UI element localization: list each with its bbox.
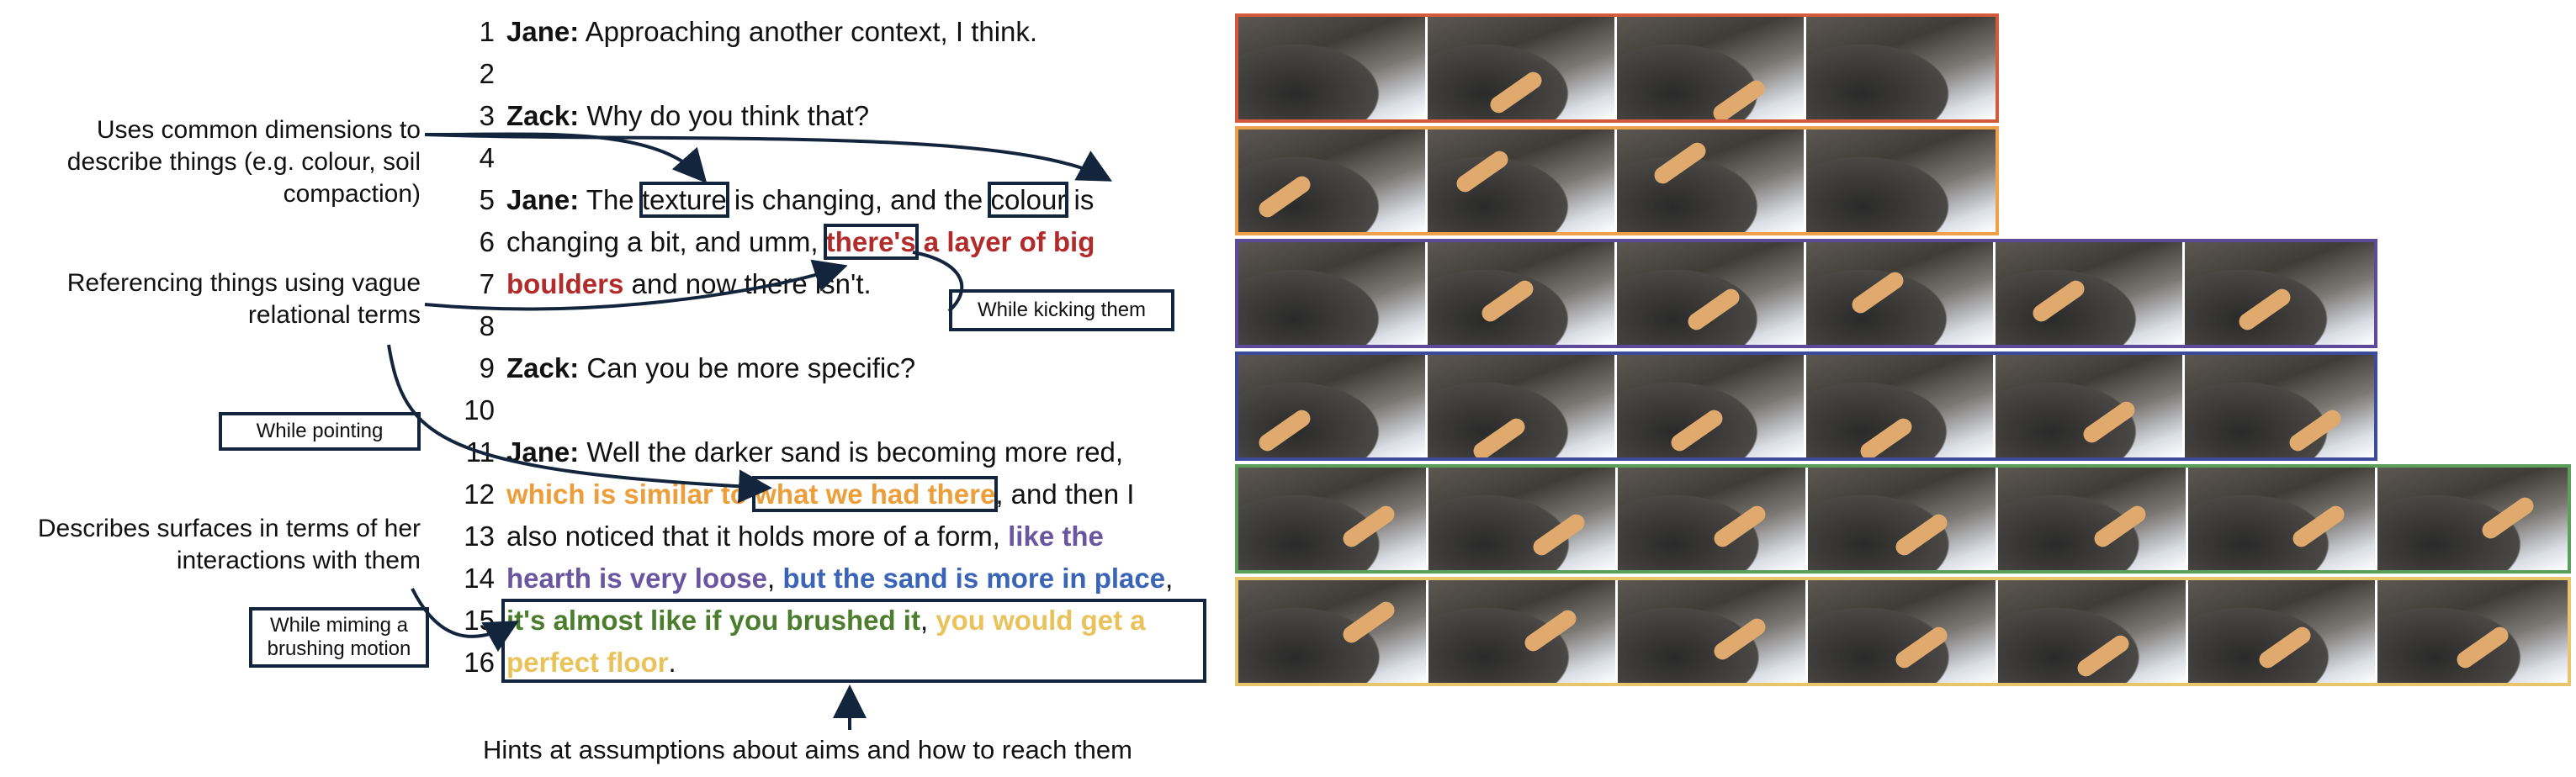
video-frame: [2377, 468, 2568, 570]
video-frame: [2187, 580, 2378, 683]
video-frame: [1428, 468, 1619, 570]
caption-kicking: While kicking them: [949, 289, 1174, 331]
frame-row-2: [1235, 126, 1999, 235]
transcript-line-4: 4: [479, 142, 495, 173]
video-frame: [1238, 355, 1428, 457]
boxed-colour: colour: [988, 182, 1069, 218]
video-frame: [1238, 580, 1428, 683]
video-frame: [1617, 355, 1806, 457]
video-frame: [1806, 355, 1996, 457]
video-frame: [1617, 17, 1806, 119]
frame-row-6: [1235, 577, 2571, 686]
video-frame: [1808, 468, 1998, 570]
video-frame: [1997, 468, 2188, 570]
video-frame: [2185, 355, 2374, 457]
annotation-common-dimensions: Uses common dimensions to describe thing…: [66, 116, 421, 208]
video-frame: [1428, 242, 1617, 345]
caption-pointing: While pointing: [219, 412, 421, 451]
annotation-vague-relational: Referencing things using vague relationa…: [66, 269, 421, 329]
transcript-line-8: 8: [479, 310, 495, 341]
footer-caption: Hints at assumptions about aims and how …: [483, 735, 1132, 764]
arrow-to-texture: [424, 132, 708, 183]
boxed-theres: there's: [823, 224, 919, 260]
video-frame: [1806, 17, 1996, 119]
frame-row-5: [1235, 464, 2571, 574]
arrow-vague-to-theres: [424, 259, 848, 311]
video-frame: [1238, 468, 1428, 570]
transcript-line-10: 10: [464, 394, 495, 426]
video-frame: [1428, 355, 1617, 457]
arrow-vague-to-what-we-had: [387, 344, 772, 504]
video-frame: [1428, 580, 1619, 683]
frame-row-1: [1235, 13, 1999, 123]
video-frame: [1996, 242, 2185, 345]
video-frame: [1238, 17, 1428, 119]
video-frame: [2377, 580, 2568, 683]
video-frame: [1238, 242, 1428, 345]
video-frame: [2185, 242, 2374, 345]
video-frame: [1808, 580, 1998, 683]
video-frame: [1806, 242, 1996, 345]
video-frame: [1238, 130, 1428, 232]
video-frame: [1617, 130, 1806, 232]
annotation-surfaces-interactions: Describes surfaces in terms of her inter…: [37, 515, 421, 574]
video-frame: [2187, 468, 2378, 570]
frame-row-3: [1235, 239, 2377, 348]
transcript-line-2: 2: [479, 58, 495, 89]
video-frame: [1428, 130, 1617, 232]
video-frame: [1996, 355, 2185, 457]
arrow-to-colour: [424, 133, 1113, 182]
video-frame: [1428, 17, 1617, 119]
frame-row-4: [1235, 352, 2377, 461]
caption-brushing: While miming a brushing motion: [249, 607, 429, 668]
boxed-what-we-had-there: what we had there: [752, 476, 999, 512]
video-frame: [1997, 580, 2188, 683]
arrow-surfaces-to-its: [411, 588, 519, 653]
video-frame: [1618, 468, 1809, 570]
video-frame: [1618, 580, 1809, 683]
arrow-kicking-to-boulders: [912, 251, 964, 313]
video-frame: [1806, 130, 1996, 232]
video-frame: [1617, 242, 1806, 345]
boxed-texture: texture: [639, 182, 729, 218]
